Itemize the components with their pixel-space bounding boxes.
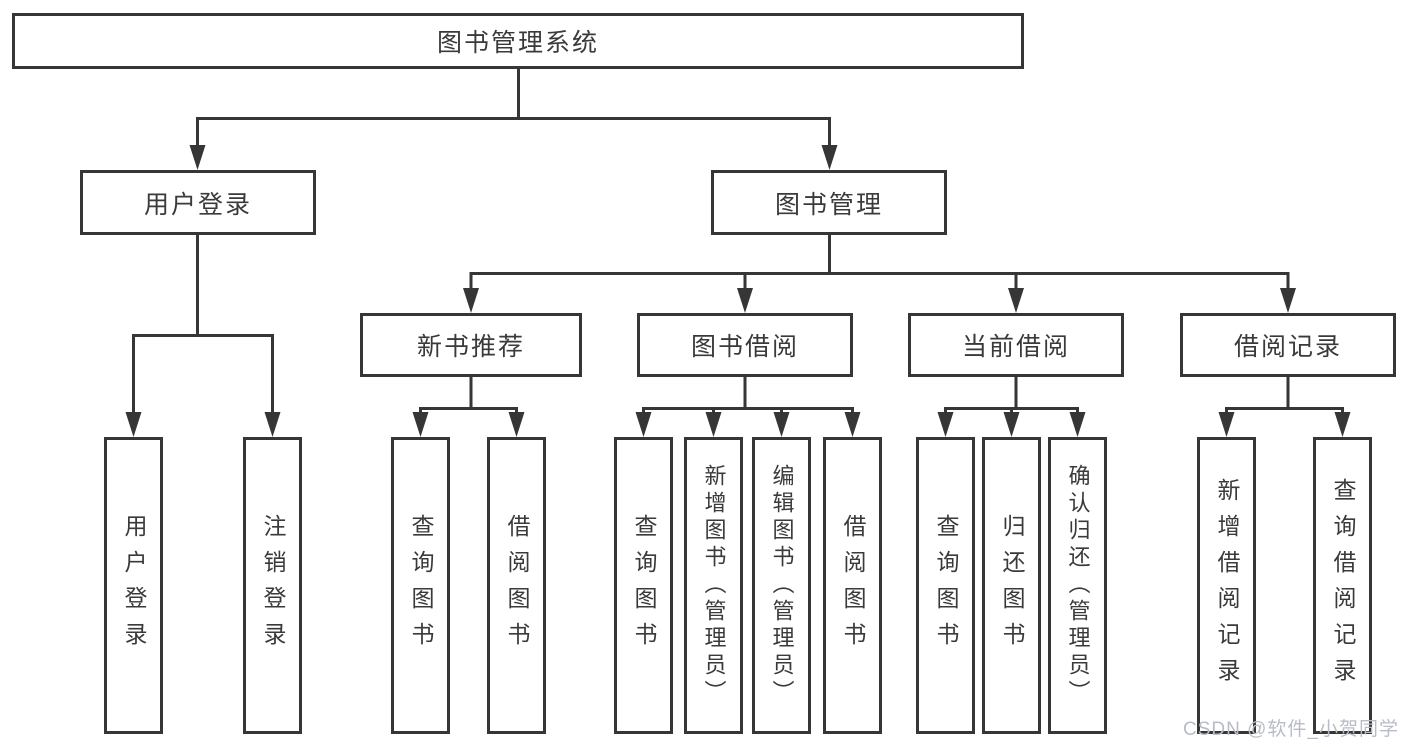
arrow-down-icon [635, 412, 652, 437]
node-label: 注销登录 [260, 513, 286, 658]
arrowheads [125, 145, 1351, 437]
node-library-system: 图书管理系统 [12, 13, 1024, 69]
node-leaf-query-books: 查询图书 [391, 437, 450, 734]
node-leaf-add-book-admin: 新增图书（管理员） [684, 437, 743, 734]
arrow-down-icon [1334, 412, 1351, 437]
node-label: 图书管理系统 [436, 29, 599, 57]
node-leaf-query-books: 查询图书 [614, 437, 673, 734]
node-new-book-recommend: 新书推荐 [360, 313, 582, 377]
arrow-down-icon [189, 145, 206, 170]
node-label: 图书借阅 [690, 333, 799, 361]
arrow-down-icon [1069, 412, 1086, 437]
node-label: 借阅图书 [840, 513, 866, 658]
node-label: 借阅图书 [504, 513, 530, 658]
arrow-down-icon [125, 412, 142, 437]
node-label: 新增借阅记录 [1214, 477, 1240, 694]
node-label: 图书管理 [774, 190, 883, 219]
arrow-down-icon [737, 288, 753, 313]
arrow-down-icon [821, 145, 838, 170]
node-borrow-records: 借阅记录 [1180, 313, 1396, 377]
arrow-down-icon [1008, 288, 1024, 313]
node-label: 确认归还（管理员） [1065, 464, 1091, 707]
node-label: 借阅记录 [1233, 333, 1342, 361]
node-leaf-confirm-return-admin: 确认归还（管理员） [1048, 437, 1107, 734]
connector-path [132, 69, 1344, 415]
node-label: 当前借阅 [961, 333, 1070, 361]
node-book-management: 图书管理 [711, 170, 947, 235]
arrow-down-icon [705, 412, 722, 437]
node-leaf-edit-book-admin: 编辑图书（管理员） [752, 437, 811, 734]
arrow-down-icon [773, 412, 790, 437]
node-label: 查询图书 [933, 513, 959, 658]
node-leaf-borrow-books: 借阅图书 [823, 437, 882, 734]
arrow-down-icon [264, 412, 281, 437]
arrow-down-icon [937, 412, 954, 437]
node-book-borrowing: 图书借阅 [637, 313, 853, 377]
node-leaf-query-borrow-record: 查询借阅记录 [1313, 437, 1372, 734]
node-current-borrowing: 当前借阅 [908, 313, 1124, 377]
arrow-down-icon [1218, 412, 1235, 437]
node-label: 用户登录 [143, 190, 252, 219]
node-leaf-borrow-books: 借阅图书 [487, 437, 546, 734]
node-label: 编辑图书（管理员） [769, 464, 795, 707]
arrow-down-icon [1280, 288, 1296, 313]
arrow-down-icon [412, 412, 429, 437]
node-leaf-logout: 注销登录 [243, 437, 302, 734]
node-label: 查询图书 [408, 513, 434, 658]
node-leaf-return-books: 归还图书 [982, 437, 1041, 734]
node-label: 新书推荐 [416, 333, 525, 361]
arrow-down-icon [463, 288, 479, 313]
node-leaf-query-books: 查询图书 [916, 437, 975, 734]
node-leaf-add-borrow-record: 新增借阅记录 [1197, 437, 1256, 734]
arrow-down-icon [1003, 412, 1020, 437]
node-user-login: 用户登录 [80, 170, 316, 235]
node-label: 用户登录 [121, 513, 147, 658]
arrow-down-icon [508, 412, 525, 437]
arrow-down-icon [844, 412, 861, 437]
node-label: 查询借阅记录 [1330, 477, 1356, 694]
node-label: 新增图书（管理员） [701, 464, 727, 707]
node-label: 查询图书 [631, 513, 657, 658]
csdn-watermark: CSDN @软件_小贺同学 [1183, 719, 1399, 740]
node-label: 归还图书 [999, 513, 1025, 658]
node-leaf-user-login: 用户登录 [104, 437, 163, 734]
